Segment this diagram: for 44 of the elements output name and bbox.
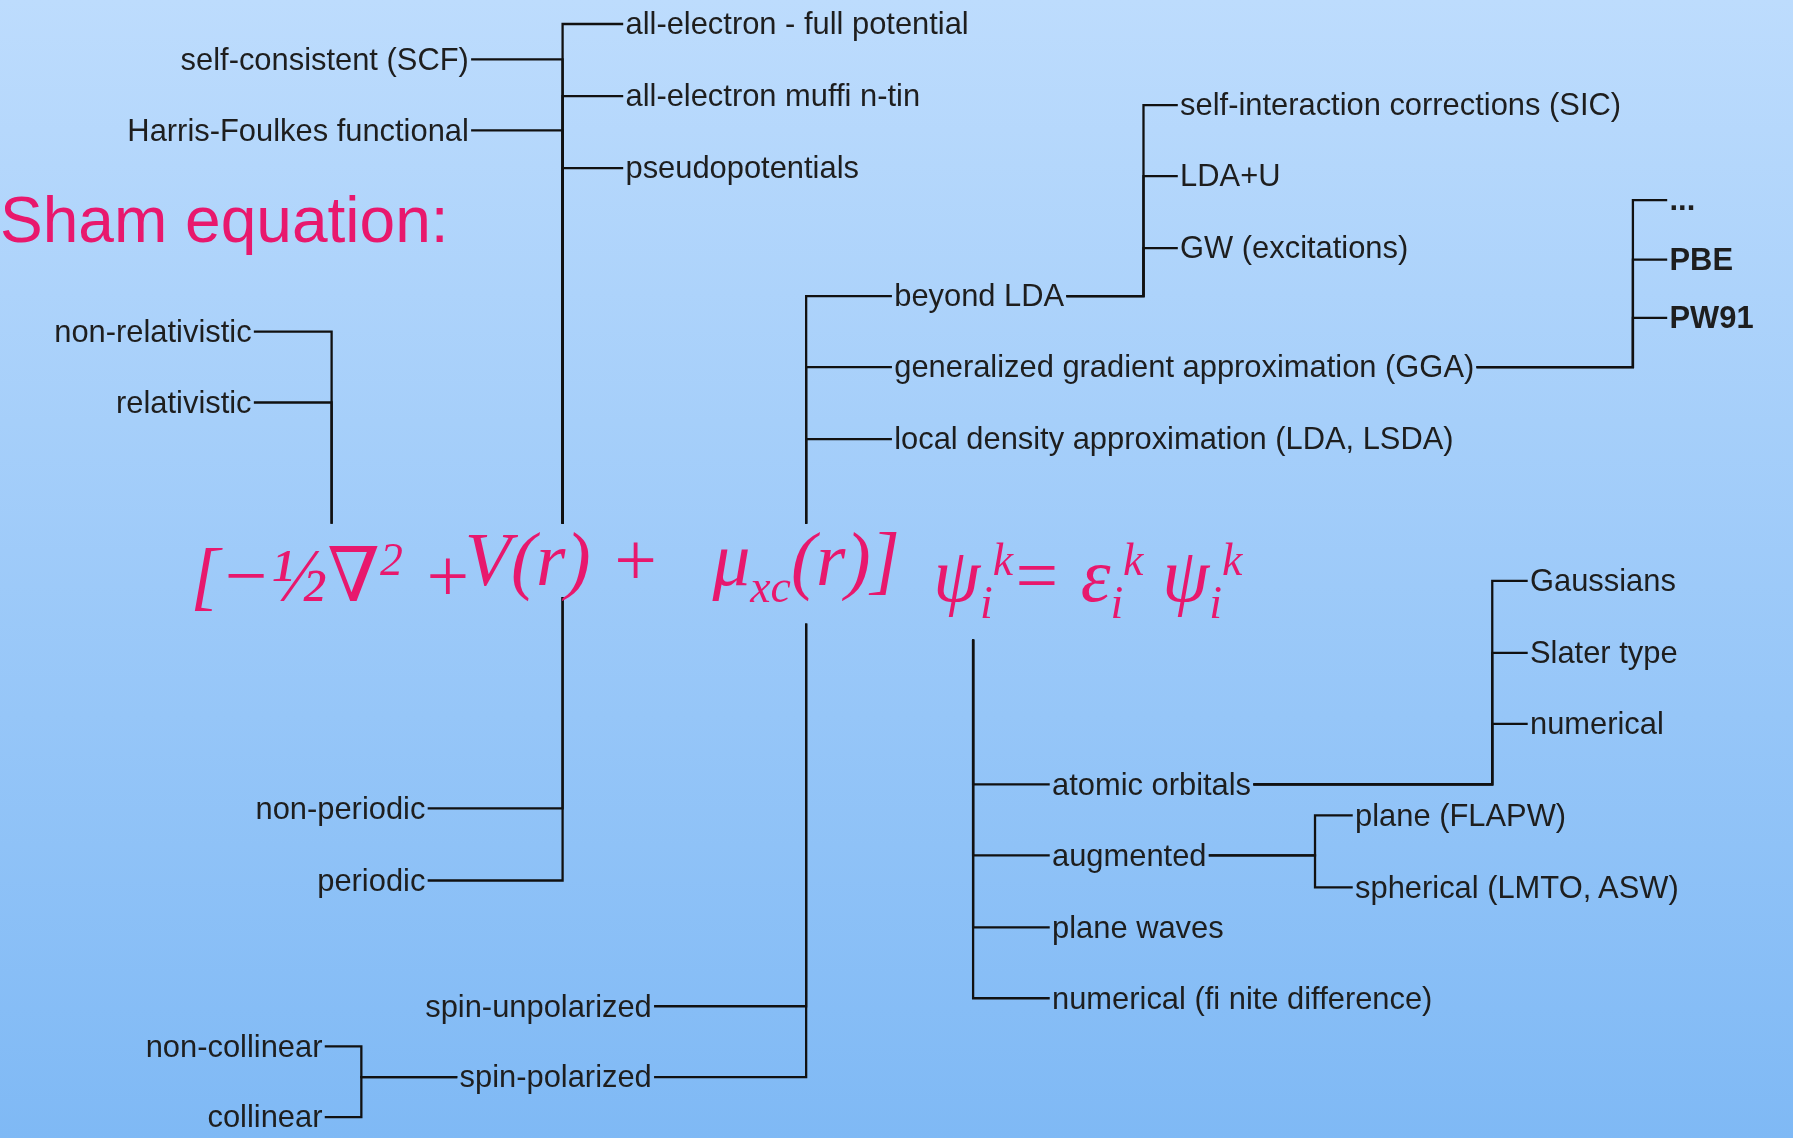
branch-label: relativistic bbox=[113, 384, 254, 421]
branch-label: PBE bbox=[1667, 241, 1736, 278]
connector-line bbox=[561, 166, 624, 524]
branch-label: GW (excitations) bbox=[1177, 229, 1411, 267]
connector-line bbox=[1208, 854, 1353, 889]
branch-label: spin-polarized bbox=[457, 1058, 655, 1096]
connector-line bbox=[427, 596, 564, 882]
branch-label: augmented bbox=[1049, 837, 1209, 874]
branch-label: non-relativistic bbox=[51, 313, 254, 350]
branch-label: periodic bbox=[314, 862, 428, 899]
branch-label: all-electron muffi n-tin bbox=[623, 77, 923, 115]
branch-label: atomic orbitals bbox=[1049, 766, 1254, 803]
branch-label: self-consistent (SCF) bbox=[178, 41, 472, 78]
branch-label: generalized gradient approximation (GGA) bbox=[891, 348, 1477, 386]
connector-line bbox=[324, 1076, 458, 1119]
heading-text: Sham equation: bbox=[0, 183, 449, 259]
connector-line bbox=[805, 437, 892, 524]
branch-label: Harris-Foulkes functional bbox=[125, 112, 472, 149]
branch-label: numerical bbox=[1527, 705, 1667, 743]
branch-label: all-electron - full potential bbox=[623, 5, 971, 43]
branch-label: self-interaction corrections (SIC) bbox=[1177, 86, 1624, 124]
branch-label: plane (FLAPW) bbox=[1352, 797, 1569, 834]
branch-label: non-periodic bbox=[253, 790, 428, 827]
branch-label: spherical (LMTO, ASW) bbox=[1352, 869, 1681, 906]
branch-label: LDA+U bbox=[1177, 157, 1283, 195]
branch-label: plane waves bbox=[1049, 909, 1226, 946]
branch-label: ... bbox=[1667, 181, 1698, 219]
branch-label: PW91 bbox=[1667, 299, 1756, 337]
branch-label: non-collinear bbox=[143, 1028, 325, 1065]
connector-line bbox=[253, 401, 333, 524]
branch-label: Gaussians bbox=[1527, 562, 1679, 600]
connector-line bbox=[654, 623, 808, 1079]
connector-line bbox=[1253, 722, 1528, 786]
branch-label: numerical (fi nite difference) bbox=[1049, 979, 1435, 1017]
branch-label: pseudopotentials bbox=[623, 149, 862, 187]
connector-line bbox=[971, 639, 1050, 1000]
connector-line bbox=[1066, 247, 1178, 298]
branch-label: collinear bbox=[205, 1098, 325, 1136]
equation-term: μ$_{xc}$(r)] bbox=[712, 516, 900, 631]
branch-label: Slater type bbox=[1527, 634, 1680, 672]
connector-line bbox=[1476, 316, 1668, 369]
branch-label: beyond LDA bbox=[891, 277, 1067, 315]
branch-label: spin-unpolarized bbox=[422, 988, 655, 1025]
branch-label: local density approximation (LDA, LSDA) bbox=[891, 420, 1456, 458]
